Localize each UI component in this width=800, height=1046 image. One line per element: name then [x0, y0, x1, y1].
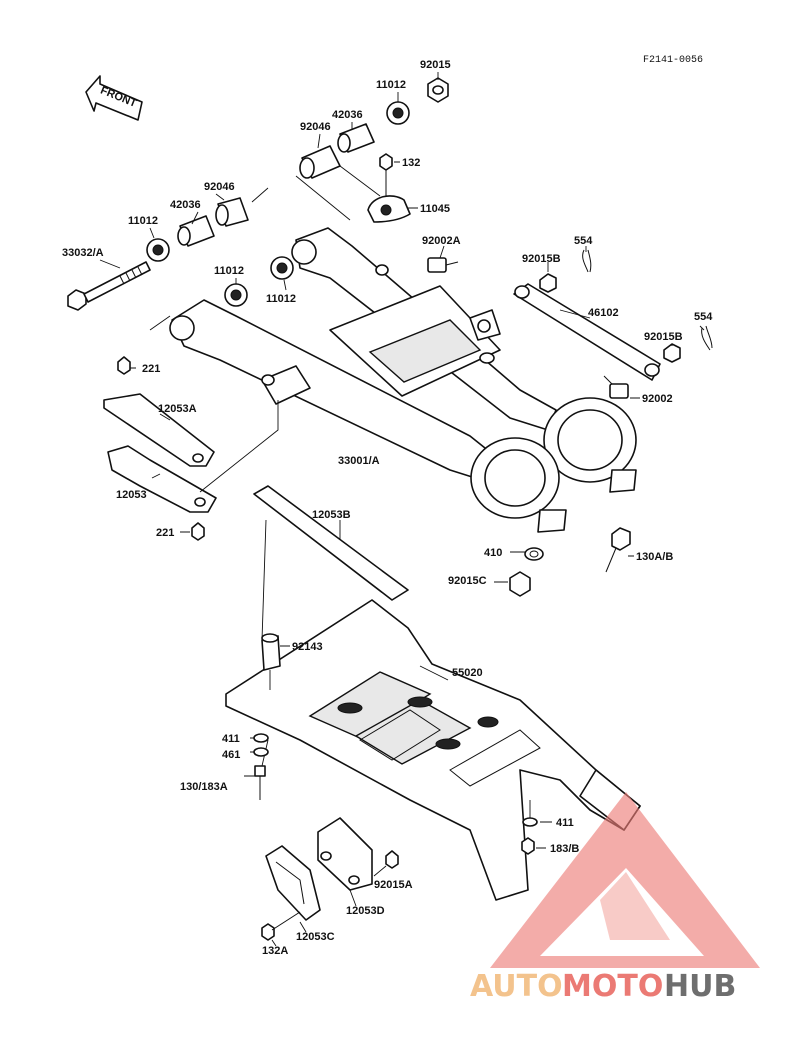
nut-92015C	[509, 571, 531, 597]
bolt-132A	[261, 911, 301, 941]
front-arrow-icon: FRONT	[85, 75, 143, 121]
label-92046-left: 92046	[204, 181, 235, 193]
label-33032A: 33032/A	[62, 247, 104, 259]
label-92002A: 92002A	[422, 235, 461, 247]
bushing-92046-left	[215, 197, 249, 227]
label-92015B-top: 92015B	[522, 253, 561, 265]
label-11045: 11045	[420, 203, 450, 215]
label-221-bottom: 221	[156, 527, 174, 539]
bearing-11012-top	[386, 101, 410, 125]
label-11012-mid: 11012	[214, 265, 244, 277]
guard-12053	[107, 445, 217, 513]
diagram-code: F2141-0056	[643, 55, 703, 66]
pin-92002	[603, 375, 629, 399]
label-92015B-right: 92015B	[644, 331, 683, 343]
label-92143: 92143	[292, 641, 323, 653]
label-11012-left: 11012	[128, 215, 158, 227]
label-461: 461	[222, 749, 240, 761]
label-92002: 92002	[642, 393, 673, 405]
label-411-right: 411	[556, 817, 574, 829]
bolt-130-183A	[254, 765, 266, 800]
swing-arm-33001A	[169, 227, 637, 533]
cotter-pin-554-right	[701, 325, 713, 351]
washer-411-right	[522, 817, 538, 827]
label-12053C: 12053C	[296, 931, 335, 943]
screw-221-top	[117, 356, 131, 375]
label-183B: 183/B	[550, 843, 579, 855]
label-12053D: 12053D	[346, 905, 385, 917]
strip-12053B	[253, 485, 409, 601]
label-12053A: 12053A	[158, 403, 197, 415]
label-130AB: 130A/B	[636, 551, 673, 563]
label-132A: 132A	[262, 945, 288, 957]
bushing-92046-top	[299, 145, 341, 179]
nut-92015B-right	[663, 343, 681, 363]
bracket-11045	[367, 195, 411, 223]
label-11012-mid2: 11012	[266, 293, 296, 305]
label-46102: 46102	[588, 307, 619, 319]
label-132: 132	[402, 157, 420, 169]
bolt-33032A	[67, 261, 151, 311]
label-92015A: 92015A	[374, 879, 413, 891]
label-554-top: 554	[574, 235, 593, 247]
label-42036-left: 42036	[170, 199, 201, 211]
sleeve-42036-left	[177, 215, 215, 247]
guard-12053C	[265, 845, 321, 921]
tension-rod-46102	[513, 283, 661, 381]
label-554-right: 554	[694, 311, 713, 323]
nut-92015A	[385, 850, 399, 869]
watermark-hub: HUB	[664, 969, 736, 1004]
automotohub-watermark: AUTO MOTO HUB	[470, 792, 760, 1004]
label-12053: 12053	[116, 489, 147, 501]
sleeve-42036-top	[337, 123, 375, 153]
label-92015-top: 92015	[420, 59, 451, 71]
bearing-11012-mid	[224, 283, 248, 307]
washer-411-left	[253, 733, 269, 743]
label-11012-top: 11012	[376, 79, 406, 91]
nut-92015B-top	[539, 273, 557, 293]
label-130-183A: 130/183A	[180, 781, 228, 793]
watermark-auto: AUTO	[470, 969, 563, 1004]
pin-92002A	[427, 257, 459, 273]
label-92046-top: 92046	[300, 121, 331, 133]
label-92015C: 92015C	[448, 575, 487, 587]
label-411-left: 411	[222, 733, 240, 745]
label-55020: 55020	[452, 667, 483, 679]
label-42036-top: 42036	[332, 109, 363, 121]
label-12053B: 12053B	[312, 509, 351, 521]
watermark-moto: MOTO	[562, 969, 663, 1004]
washer-410	[524, 547, 544, 561]
label-33001A: 33001/A	[338, 455, 380, 467]
bearing-11012-mid2	[270, 256, 294, 280]
guard-12053A	[103, 393, 215, 467]
washer-461	[253, 747, 269, 757]
nut-92015-top	[427, 77, 449, 103]
bolt-183B	[521, 837, 535, 855]
label-221-top: 221	[142, 363, 160, 375]
spacer-92143	[261, 633, 281, 671]
guard-12053D	[317, 817, 373, 891]
bolt-132	[379, 153, 393, 196]
cotter-pin-554-top	[582, 249, 592, 273]
screw-221-bottom	[191, 522, 205, 541]
label-410: 410	[484, 547, 502, 559]
bolt-130AB	[605, 527, 631, 573]
bearing-11012-left	[146, 238, 170, 262]
